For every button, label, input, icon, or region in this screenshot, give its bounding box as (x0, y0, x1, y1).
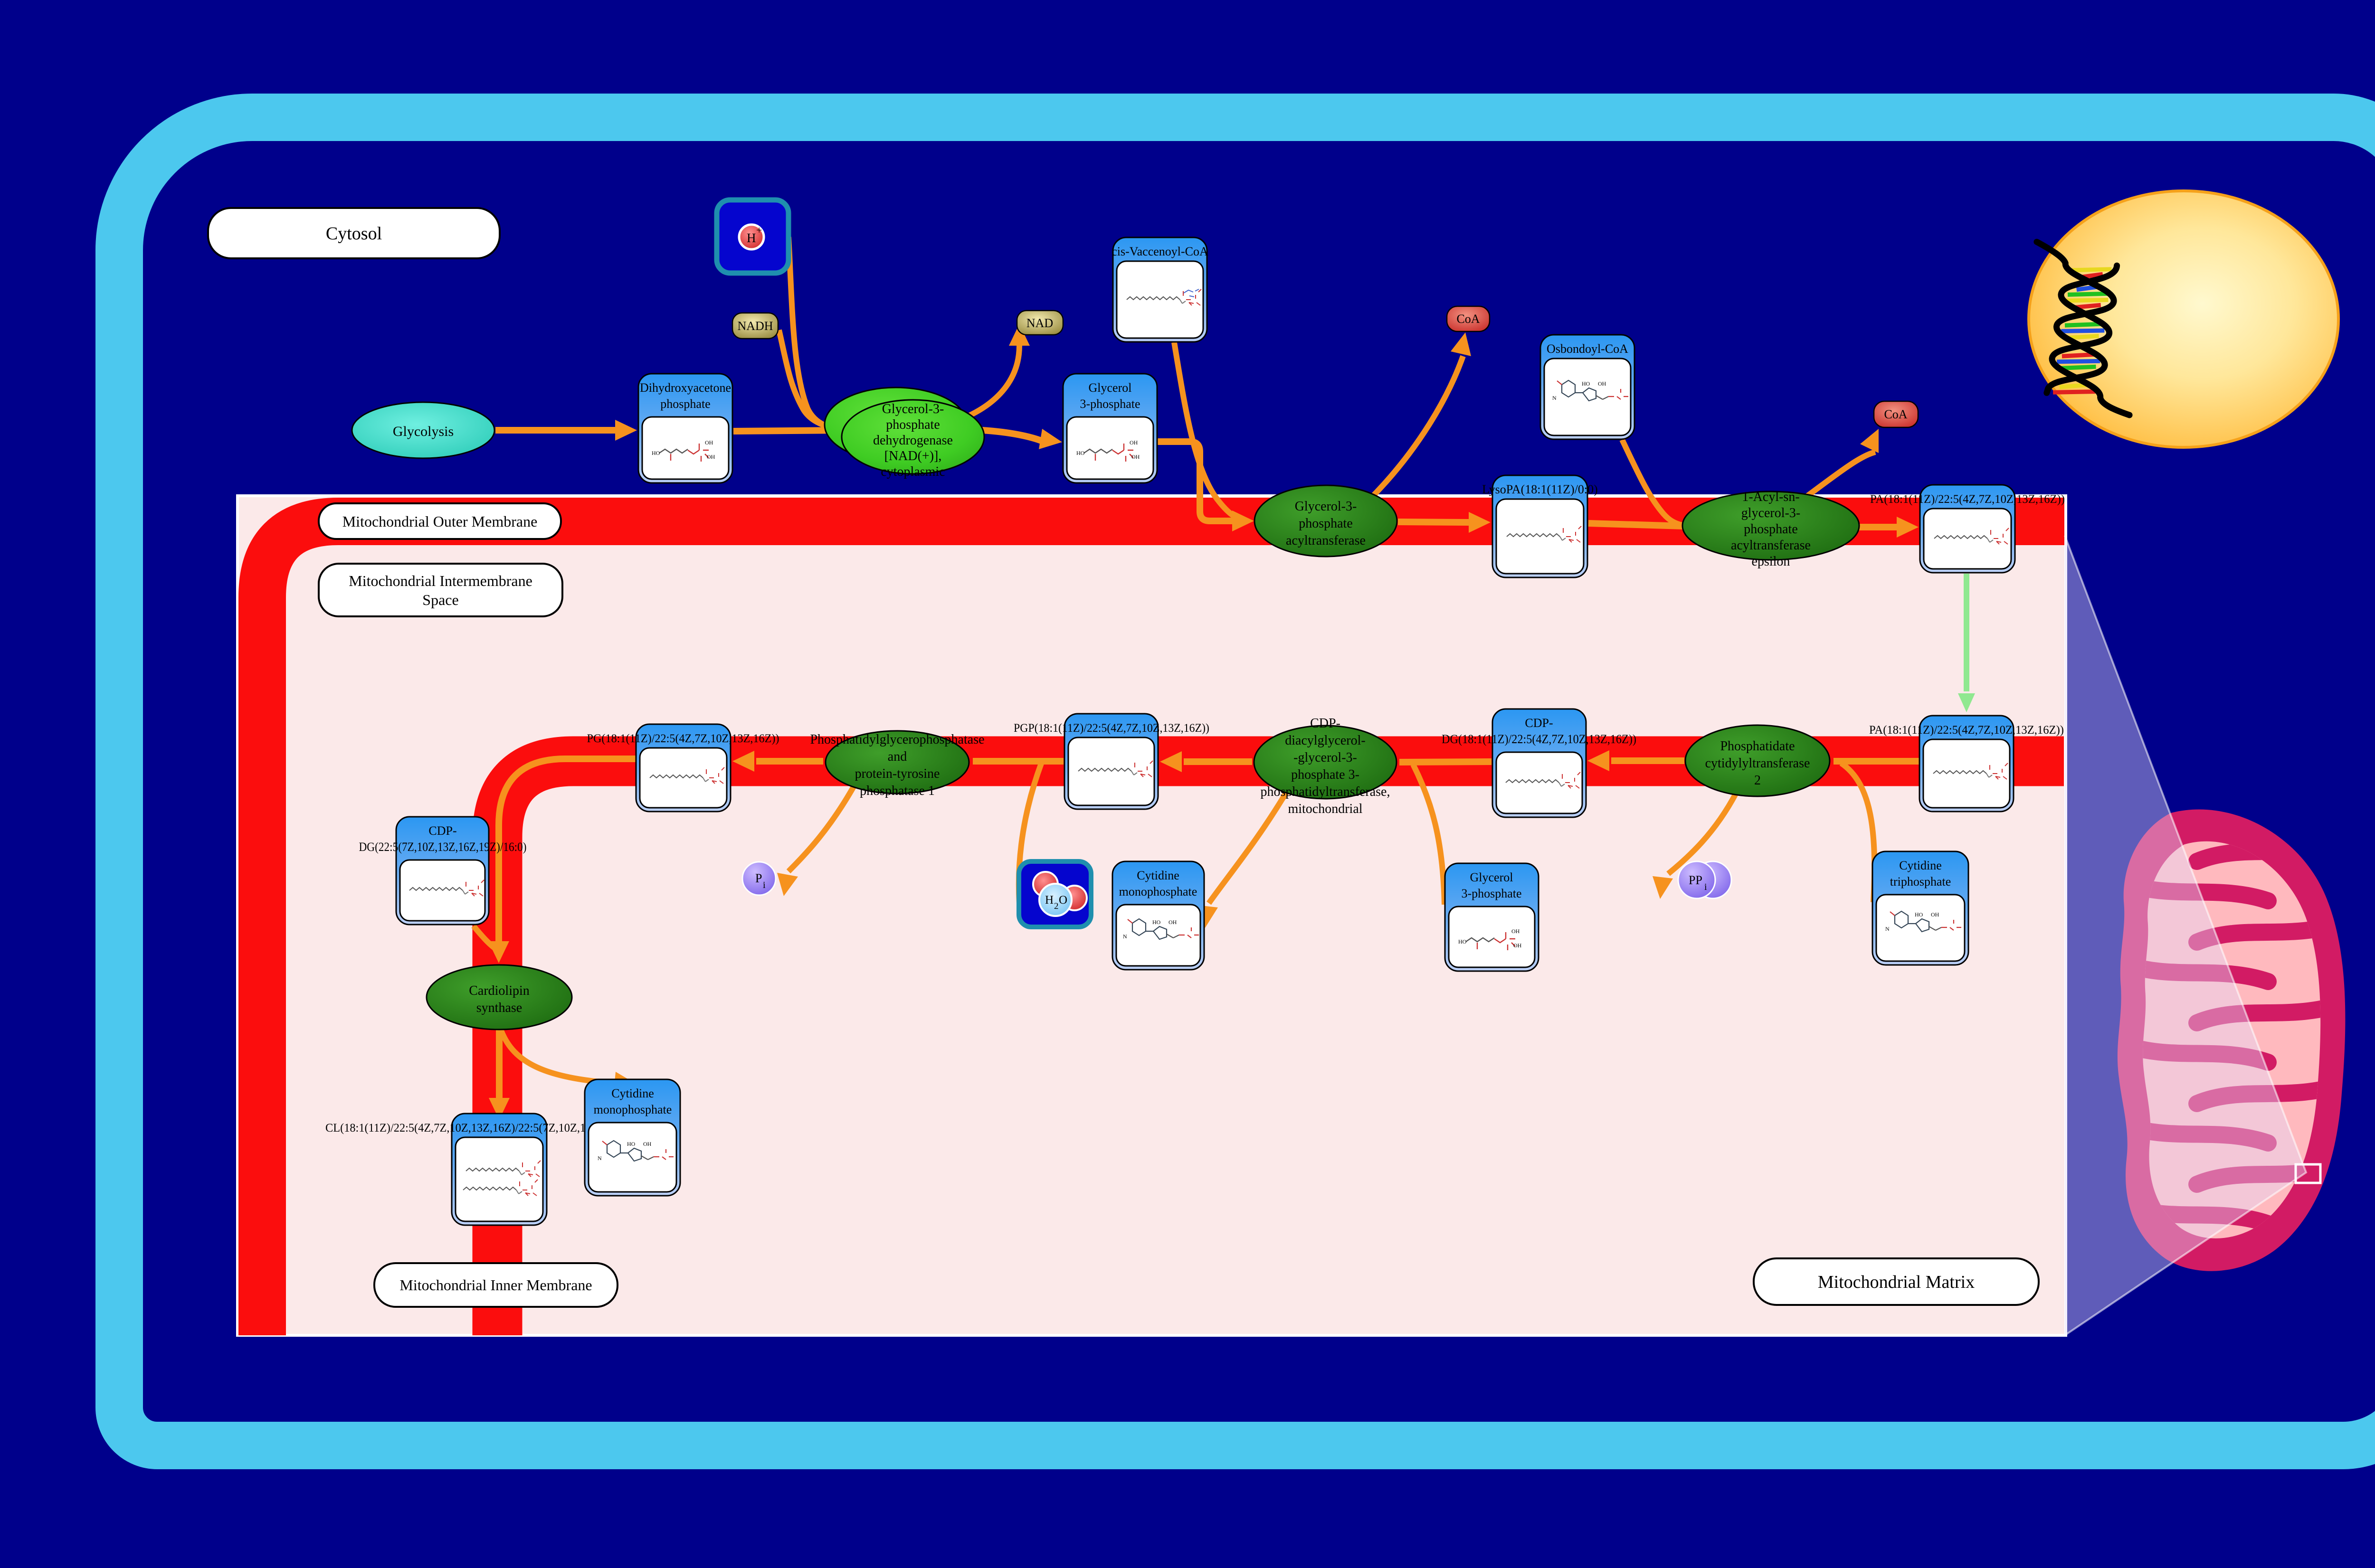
svg-text:Glycerol-3-: Glycerol-3- (1295, 499, 1357, 514)
svg-text:monophosphate: monophosphate (1119, 885, 1197, 898)
svg-text:CoA: CoA (1884, 407, 1907, 421)
svg-text:phosphate 3-: phosphate 3- (1291, 767, 1359, 782)
svg-text:Cytidine: Cytidine (1137, 869, 1179, 882)
svg-text:phosphatidyltransferase,: phosphatidyltransferase, (1261, 784, 1390, 799)
svg-text:triphosphate: triphosphate (1890, 875, 1951, 888)
svg-text:cis-Vaccenoyl-CoA: cis-Vaccenoyl-CoA (1112, 245, 1208, 258)
svg-text:2: 2 (1054, 901, 1059, 911)
svg-text:O: O (1059, 894, 1067, 907)
svg-text:3-phosphate: 3-phosphate (1080, 397, 1140, 411)
svg-text:Mitochondrial Outer Membrane: Mitochondrial Outer Membrane (342, 513, 538, 530)
svg-text:Glycerol: Glycerol (1089, 381, 1132, 395)
svg-text:Mitochondrial Inner Membrane: Mitochondrial Inner Membrane (399, 1276, 592, 1294)
svg-text:Glycolysis: Glycolysis (393, 424, 454, 439)
svg-text:i: i (1704, 882, 1707, 892)
svg-text:protein-tyrosine: protein-tyrosine (855, 766, 940, 781)
svg-text:Cytidine: Cytidine (611, 1086, 654, 1100)
svg-text:phosphatase 1: phosphatase 1 (860, 784, 935, 798)
svg-text:Phosphatidate: Phosphatidate (1720, 739, 1795, 754)
svg-text:monophosphate: monophosphate (594, 1103, 672, 1116)
svg-text:mitochondrial: mitochondrial (1288, 802, 1362, 816)
svg-text:PG(18:1(11Z)/22:5(4Z,7Z,10Z,13: PG(18:1(11Z)/22:5(4Z,7Z,10Z,13Z,16Z)) (587, 732, 779, 745)
svg-text:glycerol-3-: glycerol-3- (1741, 506, 1800, 520)
svg-text:PGP(18:1(11Z)/22:5(4Z,7Z,10Z,1: PGP(18:1(11Z)/22:5(4Z,7Z,10Z,13Z,16Z)) (1014, 722, 1209, 735)
svg-text:1-Acyl-sn-: 1-Acyl-sn- (1742, 490, 1799, 504)
svg-text:DG(18:1(11Z)/22:5(4Z,7Z,10Z,13: DG(18:1(11Z)/22:5(4Z,7Z,10Z,13Z,16Z)) (1442, 732, 1636, 746)
svg-text:2: 2 (1754, 773, 1761, 788)
svg-text:NADH: NADH (737, 319, 773, 333)
svg-text:Glycerol: Glycerol (1470, 870, 1513, 884)
svg-text:Glycerol-3-: Glycerol-3- (882, 402, 944, 416)
svg-text:PA(18:1(11Z)/22:5(4Z,7Z,10Z,13: PA(18:1(11Z)/22:5(4Z,7Z,10Z,13Z,16Z)) (1869, 724, 2064, 737)
svg-text:LysoPA(18:1(11Z)/0:0): LysoPA(18:1(11Z)/0:0) (1482, 482, 1598, 496)
svg-text:Dihydroxyacetone: Dihydroxyacetone (640, 381, 731, 395)
svg-text:CDP-: CDP- (1310, 716, 1340, 731)
svg-text:acyltransferase: acyltransferase (1286, 533, 1366, 548)
svg-text:i: i (763, 880, 766, 890)
svg-text:and: and (888, 749, 907, 764)
svg-text:phosphate: phosphate (1299, 516, 1353, 531)
svg-text:P: P (755, 871, 762, 885)
svg-text:NAD: NAD (1026, 316, 1053, 330)
svg-text:-glycerol-3-: -glycerol-3- (1293, 750, 1357, 765)
svg-text:CoA: CoA (1456, 312, 1480, 326)
svg-text:phosphate: phosphate (1744, 522, 1798, 537)
svg-text:dehydrogenase: dehydrogenase (873, 433, 953, 448)
svg-text:Mitochondrial Matrix: Mitochondrial Matrix (1818, 1272, 1975, 1292)
svg-text:diacylglycerol-: diacylglycerol- (1285, 733, 1365, 748)
svg-text:3-phosphate: 3-phosphate (1461, 887, 1521, 900)
svg-text:Phosphatidylglycerophosphatase: Phosphatidylglycerophosphatase (810, 732, 984, 747)
svg-text:acyltransferase: acyltransferase (1731, 538, 1811, 553)
svg-text:CDP-: CDP- (1525, 716, 1553, 730)
svg-text:CDP-: CDP- (428, 824, 456, 838)
svg-text:Cytidine: Cytidine (1899, 859, 1942, 872)
svg-text:epsilon: epsilon (1752, 554, 1790, 569)
svg-text:Osbondoyl-CoA: Osbondoyl-CoA (1547, 342, 1628, 356)
svg-text:synthase: synthase (476, 1001, 522, 1015)
svg-text:H: H (1045, 894, 1054, 907)
svg-text:PA(18:1(11Z)/22:5(4Z,7Z,10Z,13: PA(18:1(11Z)/22:5(4Z,7Z,10Z,13Z,16Z)) (1870, 493, 2065, 506)
svg-text:Space: Space (422, 591, 458, 608)
svg-text:cytoplasmic: cytoplasmic (881, 464, 945, 479)
svg-text:phosphate: phosphate (660, 397, 710, 411)
svg-text:H: H (747, 231, 756, 245)
svg-text:[NAD(+)],: [NAD(+)], (884, 449, 942, 463)
svg-text:Mitochondrial Intermembrane: Mitochondrial Intermembrane (349, 572, 532, 589)
svg-text:Cardiolipin: Cardiolipin (469, 983, 530, 998)
svg-text:cytidylyltransferase: cytidylyltransferase (1705, 756, 1810, 771)
svg-text:phosphate: phosphate (886, 417, 940, 432)
svg-text:+: + (756, 224, 762, 236)
svg-text:PP: PP (1689, 873, 1702, 887)
svg-text:Cytosol: Cytosol (326, 224, 382, 244)
svg-text:DG(22:5(7Z,10Z,13Z,16Z,19Z)/16: DG(22:5(7Z,10Z,13Z,16Z,19Z)/16:0) (359, 840, 527, 854)
